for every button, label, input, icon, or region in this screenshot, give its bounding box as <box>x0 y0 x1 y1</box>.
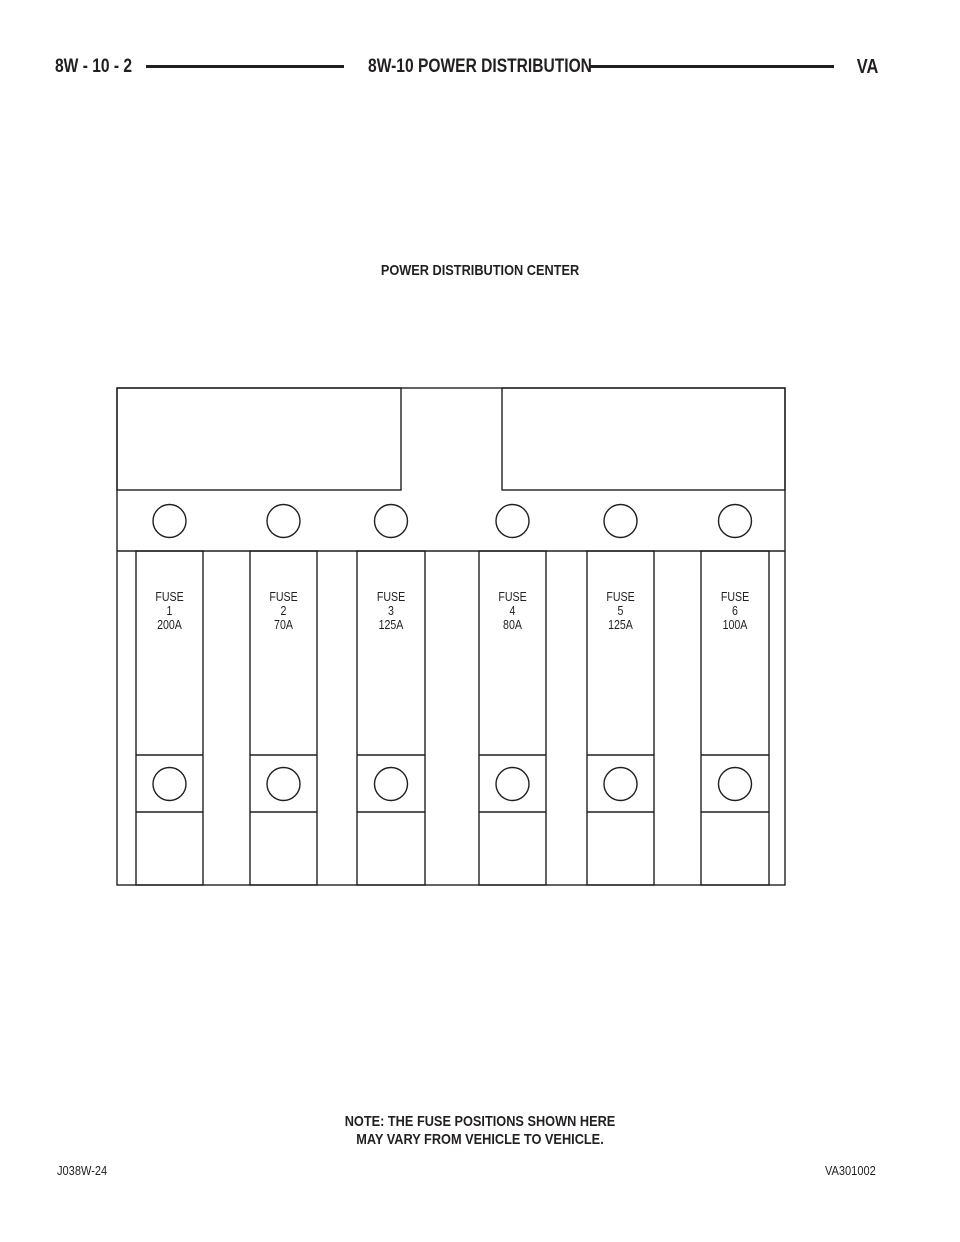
fuse-4-rating: 80A <box>503 618 522 632</box>
fuse-2-body <box>249 550 318 886</box>
footer-right-code: VA301002 <box>825 1163 876 1178</box>
fuse-1-rating: 200A <box>157 618 182 632</box>
fuse-2-rating: 70A <box>274 618 293 632</box>
fuse-1-number: 1 <box>167 604 173 618</box>
fuse-1-body <box>135 550 204 886</box>
fuse-6-body <box>700 550 770 886</box>
top-compartment-left <box>116 387 402 491</box>
fuse-4-number: 4 <box>510 604 516 618</box>
note-line-1: NOTE: THE FUSE POSITIONS SHOWN HERE <box>344 1113 616 1130</box>
fuse-1-bottom-terminal <box>152 766 187 802</box>
fuse-1-label: FUSE <box>155 590 184 604</box>
fuse-3-rating: 125A <box>379 618 404 632</box>
fuse-group: FUSE1200AFUSE270AFUSE3125AFUSE480AFUSE51… <box>135 503 770 886</box>
fuse-2-number: 2 <box>281 604 287 618</box>
page-header: 8W - 10 - 2 8W-10 POWER DISTRIBUTION VA <box>0 52 960 82</box>
fuse-6-top-terminal <box>717 503 753 539</box>
fuse-5-label: FUSE <box>606 590 635 604</box>
fuse-5-bottom-terminal <box>603 766 638 802</box>
fuse-5-rating: 125A <box>608 618 633 632</box>
fuse-6-label: FUSE <box>721 590 750 604</box>
diagram-title: POWER DISTRIBUTION CENTER <box>380 262 580 279</box>
fuse-4-label: FUSE <box>498 590 527 604</box>
fuse-4-top-terminal <box>495 503 530 539</box>
fuse-6-rating: 100A <box>723 618 748 632</box>
top-compartment-right <box>501 387 786 491</box>
fuse-6-number: 6 <box>732 604 738 618</box>
section-number: 8W - 10 - 2 <box>55 56 133 77</box>
fuse-3-bottom-terminal <box>373 766 409 802</box>
fuse-1-top-terminal <box>152 503 187 539</box>
note-line-2: MAY VARY FROM VEHICLE TO VEHICLE. <box>356 1131 604 1148</box>
fuse-5-number: 5 <box>618 604 624 618</box>
fuse-2-top-terminal <box>266 503 301 539</box>
footer-left-code: J038W-24 <box>57 1163 108 1178</box>
section-title: 8W-10 POWER DISTRIBUTION <box>368 56 592 77</box>
note: NOTE: THE FUSE POSITIONS SHOWN HERE MAY … <box>72 1113 888 1149</box>
fuse-3-number: 3 <box>388 604 394 618</box>
fuse-4-bottom-terminal <box>495 766 530 802</box>
pdc-outline <box>116 387 786 886</box>
fuse-3-top-terminal <box>373 503 409 539</box>
fuse-3-label: FUSE <box>377 590 406 604</box>
fuse-2-label: FUSE <box>269 590 298 604</box>
fuse-5-body <box>586 550 655 886</box>
fuse-4-body <box>478 550 547 886</box>
fuse-5-top-terminal <box>603 503 638 539</box>
fuse-3-body <box>356 550 426 886</box>
fuse-2-bottom-terminal <box>266 766 301 802</box>
header-rule-right <box>590 65 834 68</box>
fuse-6-bottom-terminal <box>717 766 753 802</box>
model-code: VA <box>856 56 878 78</box>
header-rule-left <box>146 65 344 68</box>
